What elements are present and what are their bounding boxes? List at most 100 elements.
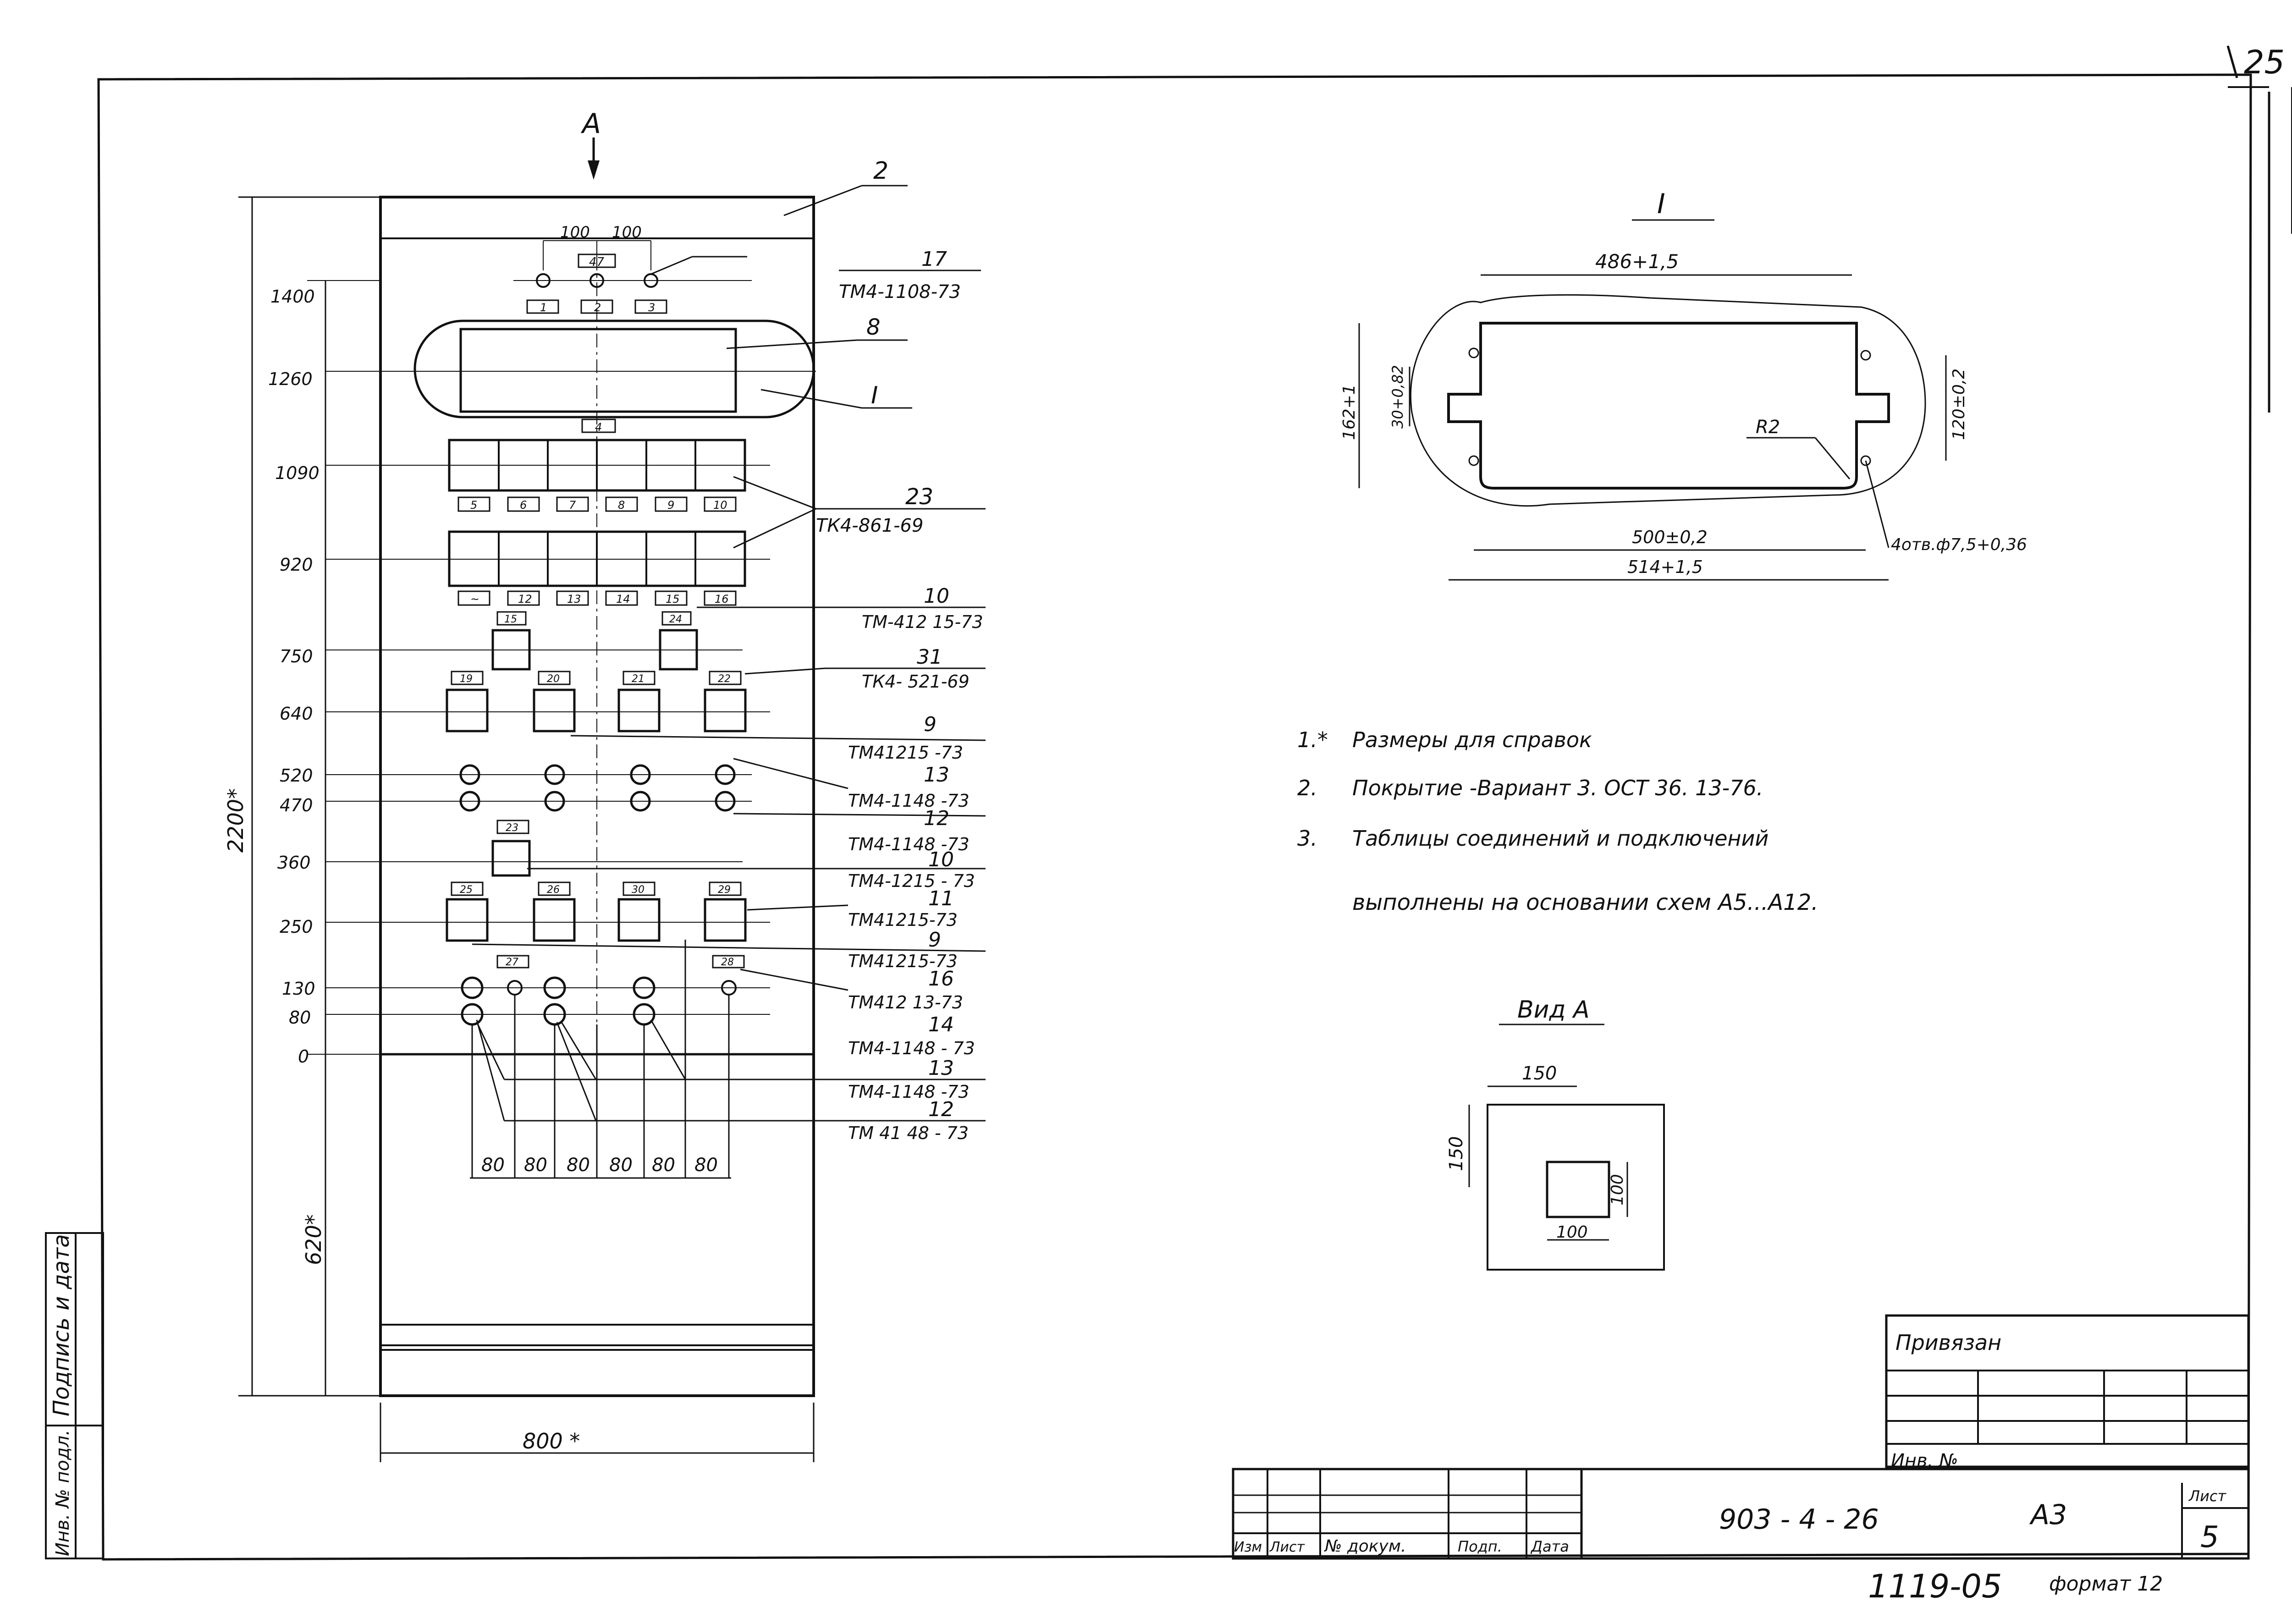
note-3-text: Таблицы соединений и подключений [1352, 826, 1769, 851]
binding-label: Привязан [1895, 1330, 2001, 1355]
callout-17-num: 17 [921, 248, 947, 271]
spacing-80-5: 80 [652, 1155, 675, 1176]
detail-I-dim-right: 120±0,2 [1950, 369, 1968, 440]
callout-12-num: 12 [928, 1098, 954, 1121]
header-list: Лист [1269, 1539, 1306, 1555]
notes-block: 1.* Размеры для справок 2. Покрытие -Вар… [1297, 727, 1818, 915]
note-2-num: 2. [1297, 776, 1317, 800]
header-izm: Изм [1234, 1539, 1262, 1555]
view-A: Вид А 150 150 100 100 [1446, 996, 1665, 1271]
side-stamp: Подпись и дата Инв. № подл. [45, 1232, 104, 1559]
row2-tag-1: ~ [470, 593, 479, 606]
callout-23-code: ТК4-861-69 [816, 515, 923, 536]
callout-7-code: ТМ41215-73 [848, 910, 958, 930]
callout-10-num: 14 [928, 1013, 954, 1036]
note-3-cont: выполнены на основании схем А5...А12. [1352, 890, 1818, 915]
part-label-8: 8 [866, 314, 881, 340]
view-marker: A [580, 108, 601, 180]
low-tag-3: 30 [632, 884, 645, 896]
level-920: 920 [280, 555, 313, 575]
view-A-dim-right: 100 [1608, 1174, 1627, 1206]
lamp-tag-1: 1 [540, 301, 547, 314]
row2-tag-2: 12 [518, 593, 532, 606]
row2-tag-5: 15 [666, 593, 680, 606]
side-stamp-inv-orig: Инв. № подл. [52, 1430, 73, 1556]
dimension-800: 800 * [523, 1429, 580, 1453]
binding-block: Привязан Инв. № [1885, 1314, 2250, 1471]
callout-1-num: 10 [924, 584, 949, 608]
note-1-text: Размеры для справок [1352, 727, 1592, 752]
header-sign: Подп. [1458, 1538, 1502, 1555]
header-date: Дата [1530, 1538, 1569, 1555]
spacing-80-6: 80 [694, 1155, 718, 1176]
row1-tag-6: 10 [713, 499, 727, 512]
callout-6-code: ТМ4-1215 - 73 [848, 871, 975, 891]
level-1260: 1260 [268, 369, 313, 389]
panel-body [379, 196, 815, 1397]
meter-row-250: 25 26 30 29 [325, 881, 770, 942]
svg-text:A: A [580, 108, 601, 140]
note-3-num: 3. [1297, 826, 1317, 851]
detail-I-dim-left: 162+1 [1340, 384, 1359, 440]
low-tag-2: 26 [547, 884, 560, 896]
sheet-value: 5 [2200, 1520, 2219, 1554]
callout-17-code: ТМ4-1108-73 [839, 281, 961, 303]
header-doc: № докум. [1324, 1537, 1406, 1556]
view-A-dim-top: 150 [1522, 1063, 1557, 1084]
callout-4-code: ТМ4-1148 -73 [848, 791, 970, 811]
callout-2-num: 31 [917, 645, 942, 669]
meter-pair-750: 15 24 [325, 611, 743, 671]
callout-9-code: ТМ412 13-73 [848, 992, 963, 1013]
window-tag: 4 [595, 421, 602, 434]
callout-10-code: ТМ4-1148 - 73 [848, 1038, 975, 1058]
upper-tag-2: 24 [669, 614, 682, 625]
dimension-620: 620* [301, 1214, 326, 1265]
corner-tick [2226, 45, 2238, 78]
callout-5-code: ТМ4-1148 -73 [848, 834, 970, 854]
level-470: 470 [280, 795, 313, 815]
callout-5-num: 12 [924, 807, 949, 830]
sheet-number-corner: 25 [2244, 44, 2285, 81]
upper-tag-1: 15 [504, 614, 517, 625]
level-80: 80 [289, 1007, 311, 1028]
spacing-80-4: 80 [609, 1155, 633, 1176]
row1-tag-2: 6 [520, 499, 527, 512]
doc-number: 903 - 4 - 26 [1719, 1503, 1879, 1536]
view-A-title: Вид А [1517, 996, 1590, 1024]
lamp-tag-3: 3 [648, 301, 655, 314]
row1-tag-3: 7 [569, 499, 576, 512]
display-window: 4 [325, 319, 816, 434]
spacing-right: 100 [612, 223, 642, 242]
low-tag-1: 25 [460, 884, 473, 896]
sheet-label: Лист [2188, 1487, 2226, 1505]
level-130: 130 [282, 979, 315, 999]
level-1400: 1400 [270, 286, 315, 307]
meter-row-2: ~ 12 13 14 15 16 [325, 530, 770, 606]
callout-9-num: 16 [928, 967, 954, 991]
detail-I-dim-bottom-outer: 514+1,5 [1627, 557, 1703, 577]
note-1-num: 1.* [1297, 727, 1328, 752]
callout-6-num: 10 [928, 848, 954, 871]
footer-format: формат 12 [2049, 1572, 2163, 1596]
view-A-dim-bottom: 100 [1556, 1223, 1588, 1242]
callout-11-code: ТМ4-1148 -73 [848, 1082, 970, 1102]
bottom-tag-1: 27 [506, 957, 518, 968]
lamp-1 [536, 273, 551, 288]
callout-11-num: 13 [928, 1057, 954, 1080]
detail-I-title: I [1657, 188, 1665, 220]
title-block: Изм Лист № докум. Подп. Дата 903 - 4 - 2… [1232, 1468, 2250, 1560]
meter-row-640: 19 20 21 22 [325, 671, 770, 732]
detail-I-dim-bottom-inner: 500±0,2 [1632, 527, 1708, 547]
detail-I: I 486+1,5 162+1 30+0,82 120±0,2 R2 500±0… [1340, 188, 2027, 581]
callout-1-code: ТМ-412 15-73 [862, 612, 983, 632]
detail-label-I: I [871, 382, 878, 409]
sheet-code: А3 [2029, 1499, 2067, 1531]
spacing-80-2: 80 [524, 1155, 547, 1176]
callout-4-num: 13 [924, 763, 949, 787]
note-2-text: Покрытие -Вариант 3. ОСТ 36. 13-76. [1352, 776, 1763, 800]
row2-tag-4: 14 [616, 593, 630, 606]
meter-row-1: 5 6 7 8 9 10 [325, 439, 770, 512]
mid-tag-4: 22 [718, 673, 731, 685]
